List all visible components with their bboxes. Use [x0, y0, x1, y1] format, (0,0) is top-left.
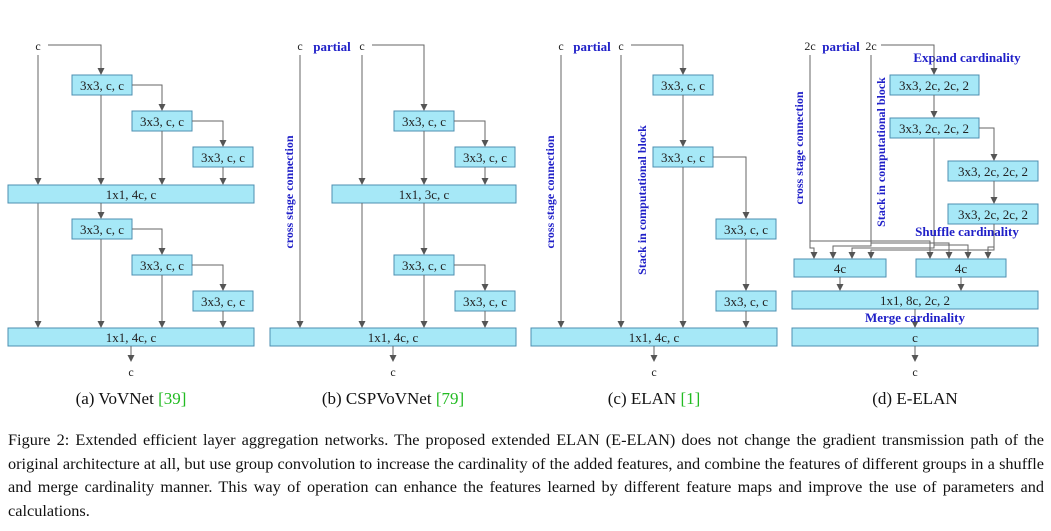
- merge-box-label: c: [912, 330, 918, 345]
- group-conv-box-label: 3x3, 2c, 2c, 2: [958, 164, 1028, 179]
- conv-box-label: 3x3, c, c: [463, 294, 507, 309]
- group-conv-box-label: 3x3, 2c, 2c, 2: [958, 207, 1028, 222]
- panel-caption: (b) CSPVoVNet [79]: [322, 389, 464, 408]
- input-label: c: [297, 39, 302, 53]
- conv-box-label: 3x3, c, c: [661, 150, 705, 165]
- group-concat-box-label: 4c: [834, 261, 847, 276]
- transition-box-label: 1x1, 4c, c: [106, 187, 157, 202]
- shuffle-connections: [809, 240, 995, 259]
- conv-box-label: 3x3, c, c: [402, 258, 446, 273]
- group-conv-box-label: 3x3, 2c, 2c, 2: [899, 78, 969, 93]
- merge-cardinality-label: Merge cardinality: [865, 310, 965, 325]
- group-conv-box-label: 3x3, 2c, 2c, 2: [899, 121, 969, 136]
- input-label: 2c: [865, 39, 876, 53]
- panel-caption: (a) VoVNet [39]: [76, 389, 187, 408]
- panel-elan: c partial c cross stage connection Stack…: [530, 39, 778, 408]
- panel-e-elan: 2c partial 2c Expand cardinality cross s…: [791, 39, 1039, 408]
- cross-stage-label: cross stage connection: [543, 135, 557, 248]
- cross-stage-label: cross stage connection: [792, 91, 806, 204]
- conv-box-label: 3x3, c, c: [724, 294, 768, 309]
- partial-label: partial: [822, 39, 860, 54]
- group-conv-box: [947, 160, 1039, 182]
- input-label: c: [35, 39, 40, 53]
- conv-box-label: 3x3, c, c: [724, 222, 768, 237]
- conv-box-label: 3x3, c, c: [140, 258, 184, 273]
- panel-cspvovnet: c partial c cross stage connection 3x3, …: [269, 39, 517, 408]
- output-label: c: [390, 365, 395, 379]
- conv-box-label: 3x3, c, c: [140, 114, 184, 129]
- expand-cardinality-label: Expand cardinality: [913, 50, 1021, 65]
- conv-box-label: 3x3, c, c: [201, 294, 245, 309]
- conv-box-label: 3x3, c, c: [80, 222, 124, 237]
- output-label: c: [912, 365, 917, 379]
- conv-box-label: 3x3, c, c: [463, 150, 507, 165]
- panel-caption: (c) ELAN [1]: [608, 389, 701, 408]
- stack-label: Stack in computational block: [635, 125, 649, 275]
- conv-box-label: 3x3, c, c: [80, 78, 124, 93]
- input-label: c: [558, 39, 563, 53]
- partial-label: partial: [313, 39, 351, 54]
- cross-stage-label: cross stage connection: [282, 135, 296, 248]
- stack-label: Stack in computational block: [874, 77, 888, 227]
- partial-label: partial: [573, 39, 611, 54]
- conv-box-label: 3x3, c, c: [661, 78, 705, 93]
- output-label: c: [128, 365, 133, 379]
- input-label: 2c: [804, 39, 815, 53]
- panel-vovnet: c 3x3, c, c 3x3, c, c 3x3, c, c 1x1, 4c,…: [7, 39, 255, 408]
- conv-box-label: 3x3, c, c: [402, 114, 446, 129]
- transition-box-label: 1x1, 4c, c: [368, 330, 419, 345]
- input-label: c: [359, 39, 364, 53]
- transition-box: [7, 184, 255, 204]
- group-transition-box-label: 1x1, 8c, 2c, 2: [880, 293, 950, 308]
- shuffle-cardinality-label: Shuffle cardinality: [915, 224, 1019, 239]
- architecture-diagram: c 3x3, c, c 3x3, c, c 3x3, c, c 1x1, 4c,…: [7, 39, 1039, 408]
- panel-caption: (d) E-ELAN: [872, 389, 957, 408]
- figure-caption: Figure 2: Extended efficient layer aggre…: [8, 430, 1044, 520]
- transition-box-label: 1x1, 4c, c: [106, 330, 157, 345]
- output-label: c: [651, 365, 656, 379]
- transition-box-label: 1x1, 3c, c: [399, 187, 450, 202]
- conv-box-label: 3x3, c, c: [201, 150, 245, 165]
- group-conv-box: [947, 203, 1039, 225]
- group-concat-box-label: 4c: [955, 261, 968, 276]
- input-label: c: [618, 39, 623, 53]
- transition-box-label: 1x1, 4c, c: [629, 330, 680, 345]
